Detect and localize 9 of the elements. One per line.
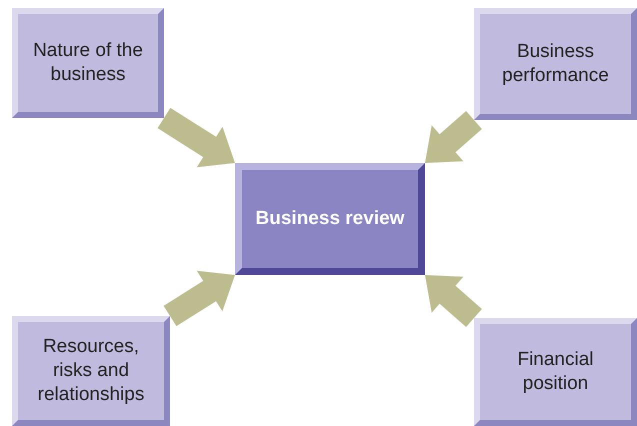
topic-box: Nature of the business xyxy=(12,8,164,118)
block-arrow xyxy=(164,270,235,326)
central-box: Business review xyxy=(235,163,425,275)
block-arrow xyxy=(158,108,235,168)
topic-box: Business performance xyxy=(474,8,637,120)
topic-box: Financial position xyxy=(474,318,637,426)
topic-box: Resources, risks and relationships xyxy=(12,316,170,426)
block-arrow xyxy=(425,111,482,163)
block-arrow xyxy=(425,275,482,327)
